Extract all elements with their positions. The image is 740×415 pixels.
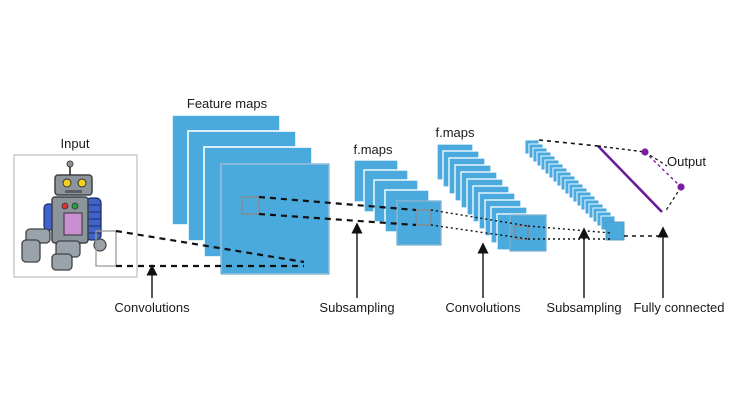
output-node xyxy=(641,148,649,156)
projection-line xyxy=(430,209,529,227)
projection-line xyxy=(115,229,305,264)
input-image xyxy=(13,154,138,278)
input-receptive-field xyxy=(95,230,117,267)
fmaps-stack-2 xyxy=(436,143,547,252)
stage-label-convolutions-1: Convolutions xyxy=(114,300,190,315)
stage-label-subsampling-1: Subsampling xyxy=(319,300,394,315)
robot-icon xyxy=(21,160,107,271)
feature-maps-label: Feature maps xyxy=(187,96,268,111)
subsampled-stack xyxy=(524,139,625,241)
feature-maps-stack xyxy=(171,114,330,275)
output-node xyxy=(677,183,685,191)
fc-connection-line xyxy=(597,145,663,213)
projection-line xyxy=(527,225,612,234)
fmaps-window-1 xyxy=(415,209,432,226)
fmaps-window-2 xyxy=(514,225,529,240)
fmaps-label-1: f.maps xyxy=(353,142,393,157)
feature-map-window xyxy=(241,196,260,215)
fmaps-stack-1 xyxy=(353,159,442,246)
projection-line xyxy=(258,195,417,212)
stage-label-convolutions-2: Convolutions xyxy=(445,300,521,315)
output-label: Output xyxy=(667,154,706,169)
stage-label-subsampling-2: Subsampling xyxy=(546,300,621,315)
input-label: Input xyxy=(61,136,90,151)
fmaps-label-2: f.maps xyxy=(435,125,475,140)
projection-line xyxy=(430,224,529,240)
stage-label-fully-connected: Fully connected xyxy=(633,300,724,315)
fully-connected-layer xyxy=(538,139,685,237)
projection-line xyxy=(258,212,417,227)
